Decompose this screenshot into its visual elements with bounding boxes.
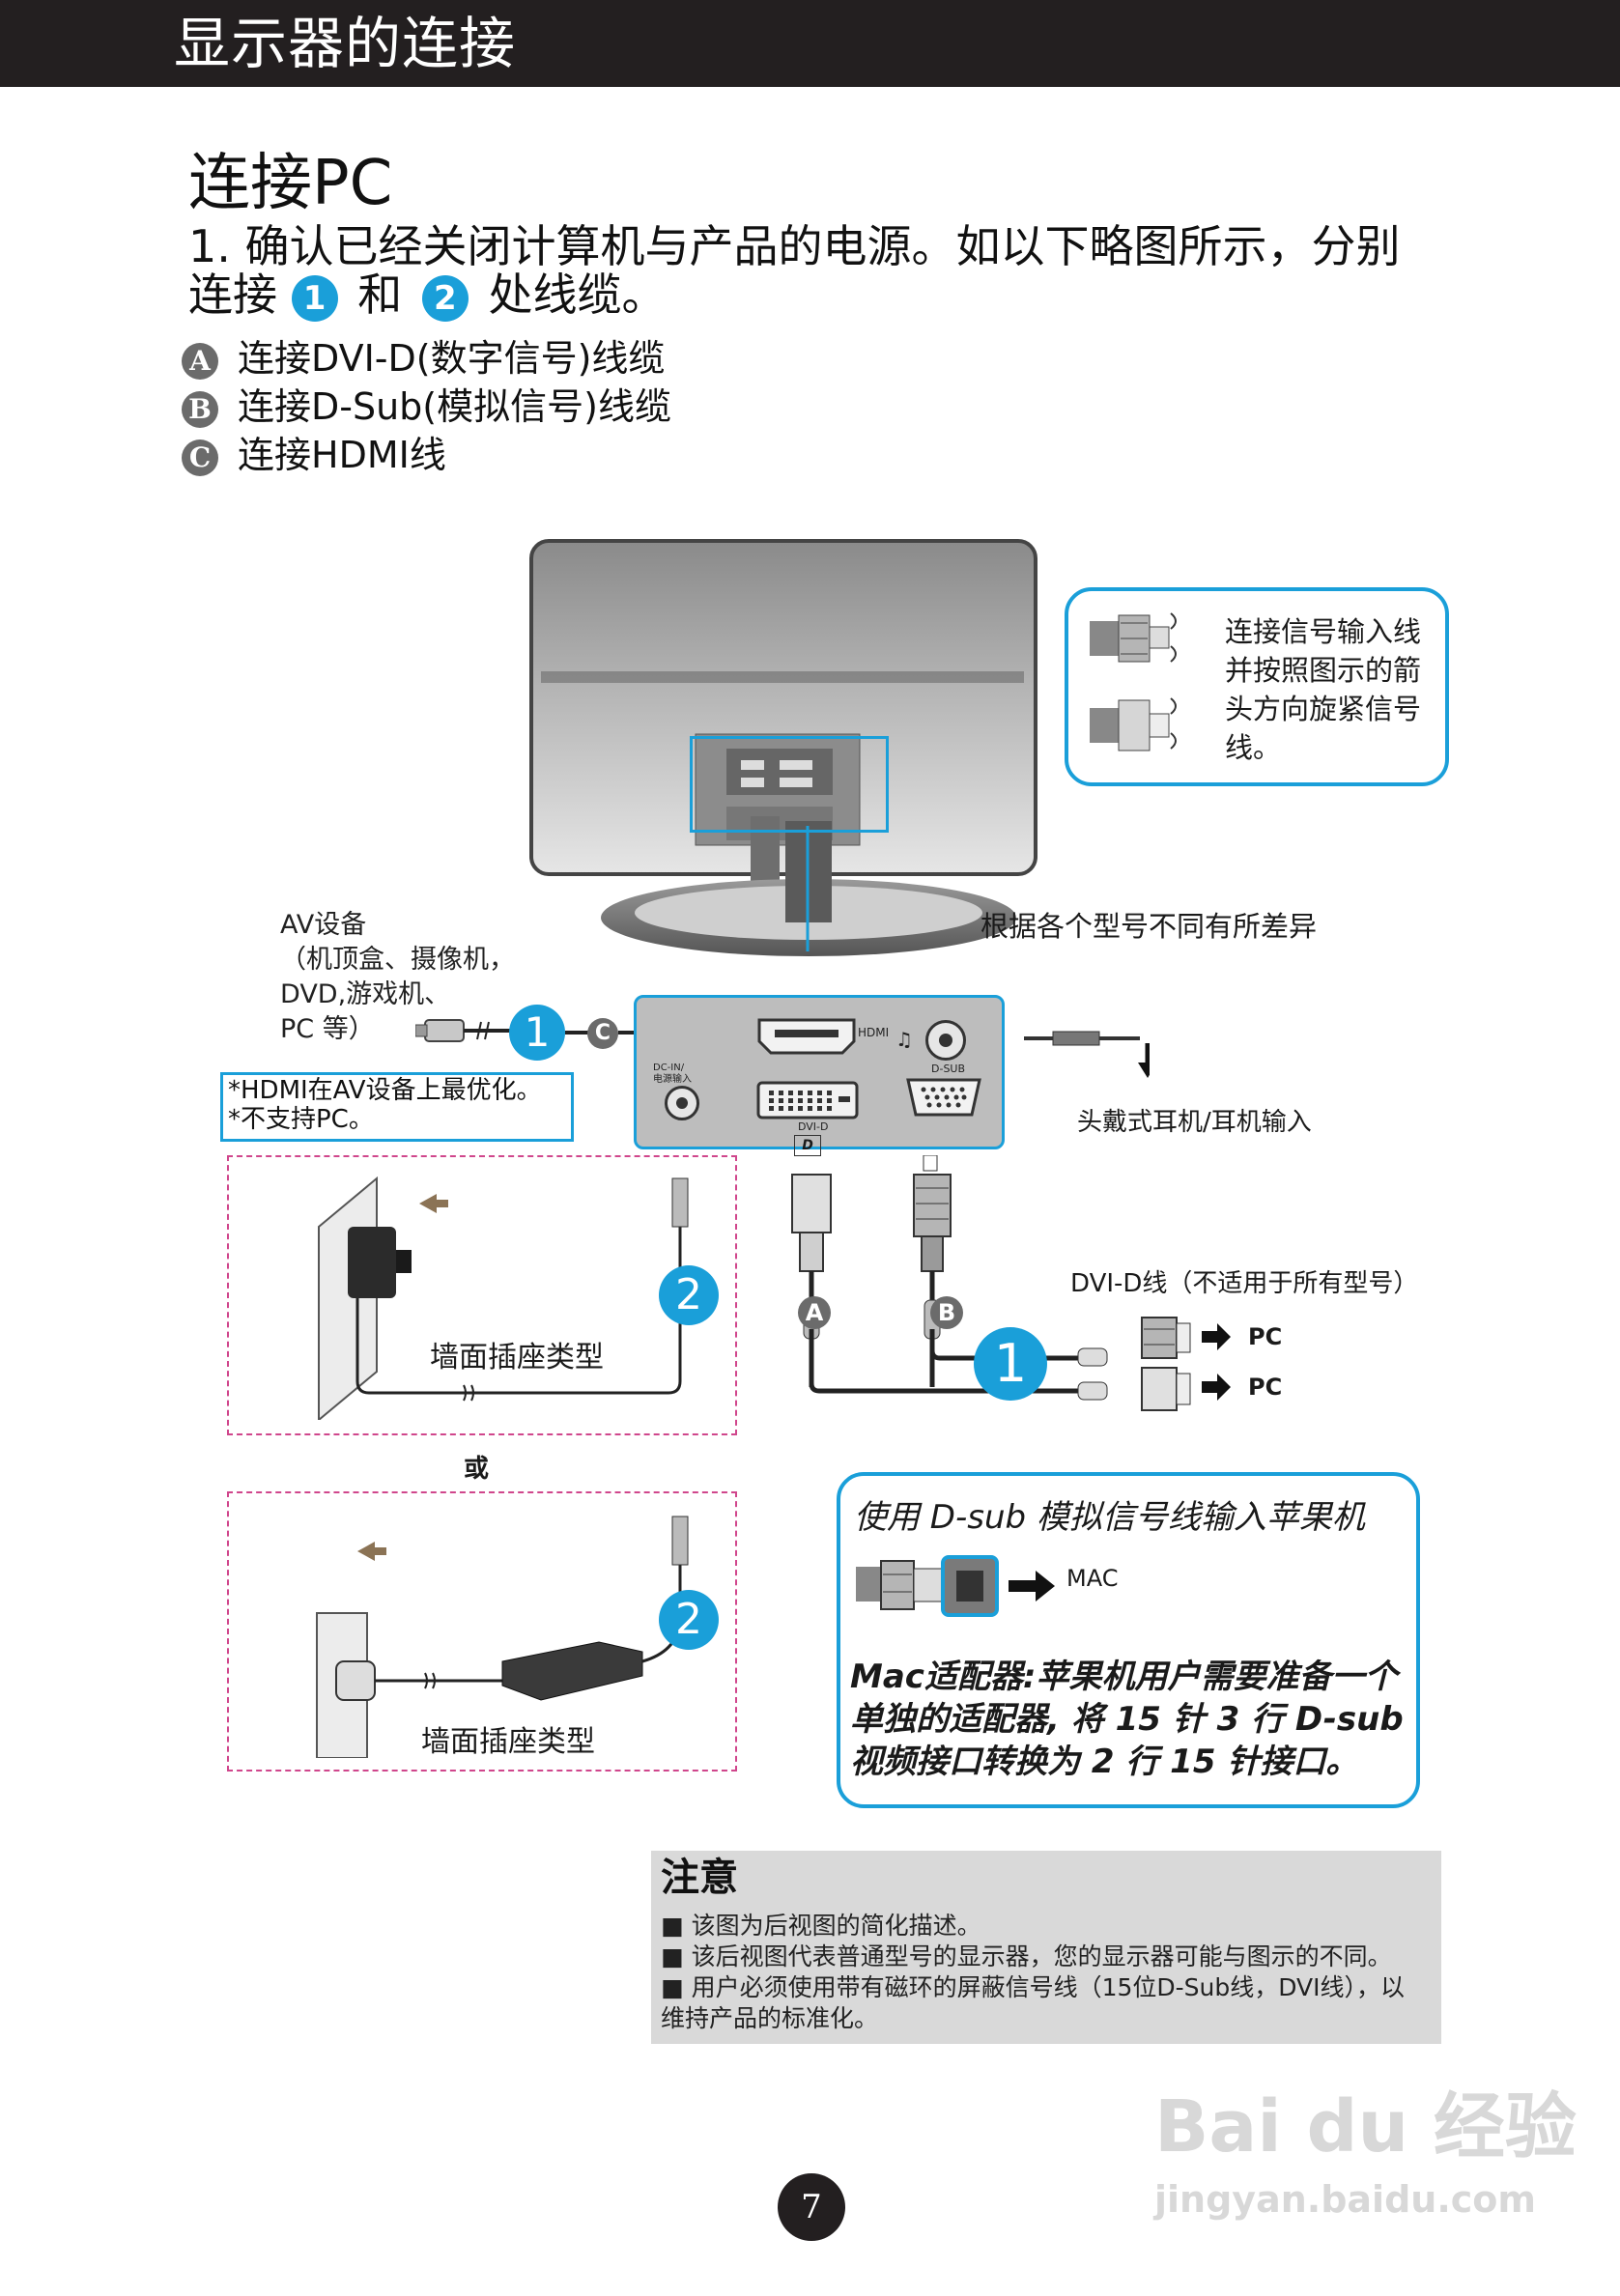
badge-c-icon: C xyxy=(182,439,218,476)
tighten-callout-text: 连接信号输入线 并按照图示的箭 头方向旋紧信号 线。 xyxy=(1225,612,1421,767)
av-line: DVD,游戏机、 xyxy=(280,979,451,1009)
hdmi-note-line: *HDMI在AV设备上最优化。 xyxy=(228,1076,542,1105)
badge-a-icon: A xyxy=(182,342,218,380)
hdmi-note-line: *不支持PC。 xyxy=(228,1105,374,1134)
dcin-line: 电源输入 xyxy=(653,1074,692,1085)
notes-panel xyxy=(651,1851,1441,2044)
dsub-port-icon[interactable] xyxy=(904,1076,983,1119)
connection-item-a: A 连接DVI-D(数字信号)线缆 xyxy=(182,336,665,381)
hdmi-port-icon[interactable] xyxy=(753,1014,860,1057)
callout-line: 并按照图示的箭 xyxy=(1225,654,1422,687)
step-badge-1-icon: 1 xyxy=(509,1005,565,1061)
leader-line xyxy=(806,826,810,951)
wall-socket-box-2 xyxy=(227,1491,737,1772)
dvi-d-port-icon[interactable] xyxy=(755,1080,860,1120)
mac-desc-line: 视频接口转换为 2 行 15 针接口。 xyxy=(850,1743,1359,1781)
mac-box-title: 使用 D-sub 模拟信号线输入苹果机 xyxy=(854,1498,1365,1537)
dsub-port-label: D-SUB xyxy=(931,1063,966,1075)
headphone-label: 头戴式耳机/耳机输入 xyxy=(1077,1108,1312,1137)
step1-and: 和 xyxy=(357,269,403,321)
callout-line: 头方向旋紧信号 xyxy=(1225,693,1422,725)
connection-item-c: C 连接HDMI线 xyxy=(182,433,446,477)
mac-adapter-box xyxy=(837,1472,1420,1808)
badge-c-icon: C xyxy=(587,1018,618,1049)
headphone-jack-icon[interactable] xyxy=(925,1020,966,1061)
step-badge-1-icon: 1 xyxy=(974,1327,1047,1401)
av-line: （机顶盒、摄像机， xyxy=(280,945,515,975)
note-item: ■ 该后视图代表普通型号的显示器，您的显示器可能与图示的不同。 xyxy=(661,1942,1392,1970)
dvid-cable-label: DVI-D线（不适用于所有型号） xyxy=(1070,1269,1419,1298)
connection-label: 连接DVI-D(数字信号)线缆 xyxy=(238,337,666,380)
or-label: 或 xyxy=(464,1455,490,1484)
connection-label: 连接HDMI线 xyxy=(238,434,446,476)
notes-title: 注意 xyxy=(661,1856,738,1900)
step-badge-2-icon: 2 xyxy=(659,1265,719,1325)
connector-tighten-icon xyxy=(1090,612,1177,751)
callout-line: 连接信号输入线 xyxy=(1225,615,1422,648)
headphone-plug-icon xyxy=(1024,1031,1150,1078)
step1-line1: 1. 确认已经关闭计算机与产品的电源。如以下略图所示，分别 xyxy=(188,220,1401,272)
connection-item-b: B 连接D-Sub(模拟信号)线缆 xyxy=(182,384,671,429)
dvi-d-port-label: DVI-D xyxy=(798,1120,829,1133)
headphone-symbol-icon: ♫ xyxy=(895,1028,913,1051)
page-header-title: 显示器的连接 xyxy=(174,11,517,76)
hdmi-note-box xyxy=(220,1072,574,1142)
header-bar xyxy=(0,0,1620,87)
step-number-2-icon: 2 xyxy=(421,274,469,322)
step1-line2-prefix: 连接 xyxy=(188,269,277,321)
dcin-line: DC-IN/ xyxy=(653,1063,685,1073)
connection-label: 连接D-Sub(模拟信号)线缆 xyxy=(238,385,671,428)
page-number: 7 xyxy=(778,2173,845,2241)
wall-socket-box-1 xyxy=(227,1155,737,1435)
cable-routing-to-pc xyxy=(809,1329,1108,1401)
pc-label-1: PC xyxy=(1248,1323,1283,1350)
wall-socket-label-2: 墙面插座类型 xyxy=(421,1725,595,1759)
av-device-label: AV设备 （机顶盒、摄像机， DVD,游戏机、 PC 等） xyxy=(280,908,515,1047)
wall-socket-label-1: 墙面插座类型 xyxy=(430,1341,604,1375)
pc-label-2: PC xyxy=(1248,1374,1283,1401)
note-item: 维持产品的标准化。 xyxy=(661,2004,879,2032)
mac-desc-line: Mac适配器:苹果机用户需要准备一个 xyxy=(850,1658,1398,1696)
hdmi-port-label: HDMI xyxy=(858,1026,890,1039)
mac-label: MAC xyxy=(1066,1565,1119,1592)
baidu-watermark-logo: Bai du 经验 xyxy=(1154,2085,1577,2168)
step-badge-2-icon: 2 xyxy=(659,1590,719,1650)
dcin-label: DC-IN/ 电源输入 xyxy=(653,1063,692,1086)
av-line: AV设备 xyxy=(280,910,367,940)
section-title: 连接PC xyxy=(188,148,393,219)
step1-line2: 连接 1 和 2 处线缆。 xyxy=(188,269,667,322)
wall-adapter-illustration xyxy=(318,1176,689,1420)
model-varies-note: 根据各个型号不同有所差异 xyxy=(981,910,1318,943)
pc-connectors-icon xyxy=(1141,1317,1231,1411)
badge-b-icon: B xyxy=(930,1296,963,1329)
badge-b-icon: B xyxy=(182,390,218,428)
step-number-1-icon: 1 xyxy=(291,274,338,322)
port-highlight-frame xyxy=(690,736,889,833)
av-line: PC 等） xyxy=(280,1014,375,1044)
baidu-watermark-url: jingyan.baidu.com xyxy=(1154,2178,1536,2221)
badge-a-icon: A xyxy=(798,1296,831,1329)
dc-in-port-icon[interactable] xyxy=(665,1086,699,1120)
monitor-back-illustration xyxy=(529,539,1037,956)
mac-box-description: Mac适配器:苹果机用户需要准备一个 单独的适配器, 将 15 针 3 行 D-… xyxy=(850,1656,1404,1783)
step1-line2-suffix: 处线缆。 xyxy=(488,269,667,321)
callout-line: 线。 xyxy=(1225,731,1282,764)
dvi-symbol-icon: D xyxy=(794,1135,821,1156)
mac-adapter-icon xyxy=(856,1555,1055,1617)
mac-desc-line: 单独的适配器, 将 15 针 3 行 D-sub xyxy=(850,1700,1404,1739)
note-item: ■ 用户必须使用带有磁环的屏蔽信号线（15位D-Sub线，DVI线），以 xyxy=(661,1973,1406,2001)
hdmi-note-text: *HDMI在AV设备上最优化。 *不支持PC。 xyxy=(228,1076,542,1134)
desk-adapter-illustration xyxy=(316,1516,689,1758)
note-item: ■ 该图为后视图的简化描述。 xyxy=(661,1912,981,1940)
